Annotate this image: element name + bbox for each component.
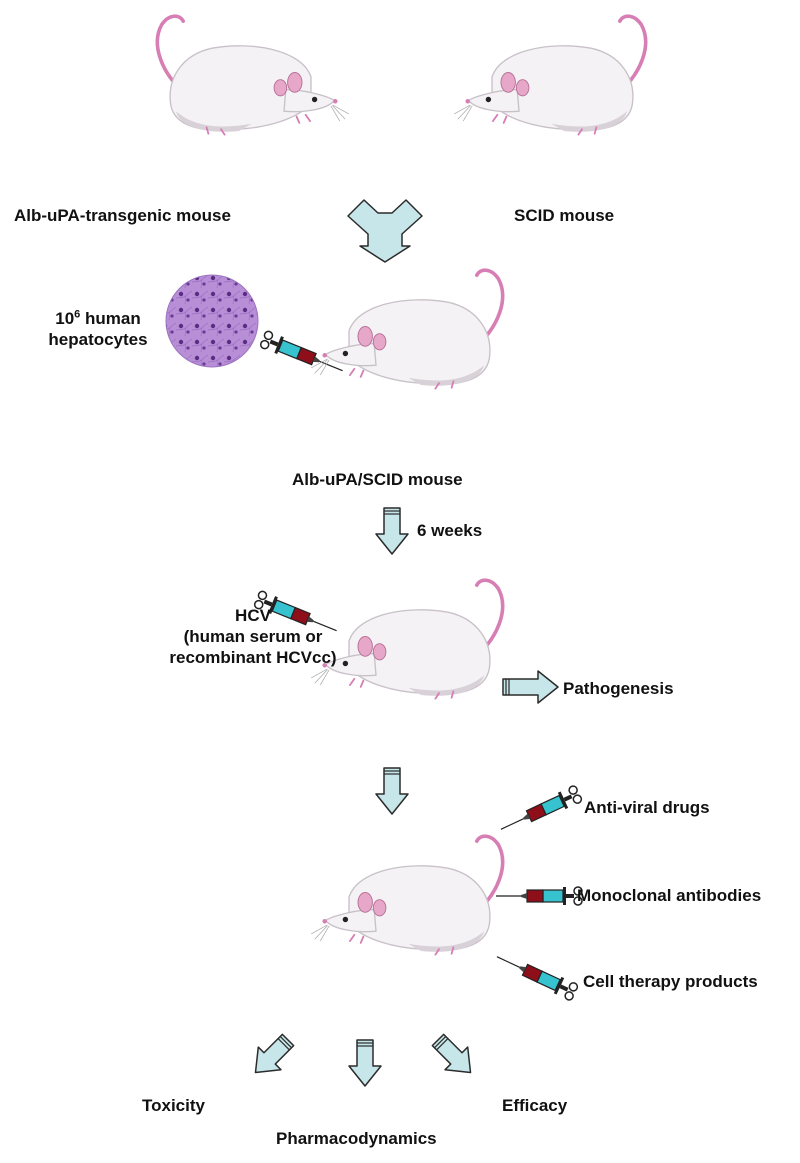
merge-arrow-icon — [347, 199, 423, 263]
scid-mouse-label: SCID mouse — [514, 206, 615, 225]
cell-therapy-label: Cell therapy products — [583, 972, 758, 991]
alb-upa-transgenic-label: Alb-uPA-transgenic mouse — [14, 206, 231, 225]
hepatocyte-tissue-icon — [165, 274, 259, 368]
toxicity-label: Toxicity — [142, 1096, 205, 1115]
hepatocytes-count-exponent: 6 — [74, 308, 81, 321]
hepatocytes-label: 106 human hepatocytes — [28, 308, 168, 350]
efficacy-label: Efficacy — [502, 1096, 568, 1115]
antiviral-label: Anti-viral drugs — [584, 798, 710, 817]
pharmacodynamics-label: Pharmacodynamics — [276, 1129, 437, 1148]
pharmacodynamics-arrow-icon — [348, 1039, 382, 1087]
efficacy-arrow-icon — [425, 1027, 483, 1085]
six-weeks-label: 6 weeks — [417, 521, 483, 540]
down-arrow-icon — [375, 507, 409, 555]
hepatocytes-line2: hepatocytes — [48, 330, 148, 349]
toxicity-arrow-icon — [243, 1027, 301, 1085]
hcv-line2: (human serum or — [183, 627, 323, 646]
pathogenesis-label: Pathogenesis — [563, 679, 674, 698]
down-arrow-icon — [375, 767, 409, 815]
antiviral-syringe-icon — [496, 784, 584, 839]
hcv-line3: recombinant HCVcc) — [169, 648, 337, 667]
alb-upa-scid-label: Alb-uPA/SCID mouse — [292, 470, 463, 489]
hcv-line1: HCV — [235, 606, 271, 625]
hepatocytes-count-base: 10 — [55, 309, 75, 328]
treated-mouse-icon — [309, 834, 505, 957]
alb-upa-transgenic-mouse-icon — [155, 14, 351, 137]
right-arrow-icon — [502, 670, 559, 704]
cell-therapy-syringe-icon — [492, 947, 580, 1002]
scid-mouse-icon — [452, 14, 648, 137]
monoclonal-syringe-icon — [495, 886, 583, 906]
hepatocytes-word: human — [80, 309, 141, 328]
alb-upa-scid-mouse-icon — [309, 268, 505, 391]
hcv-label: HCV (human serum or recombinant HCVcc) — [163, 605, 343, 668]
monoclonal-label: Monoclonal antibodies — [577, 886, 762, 905]
